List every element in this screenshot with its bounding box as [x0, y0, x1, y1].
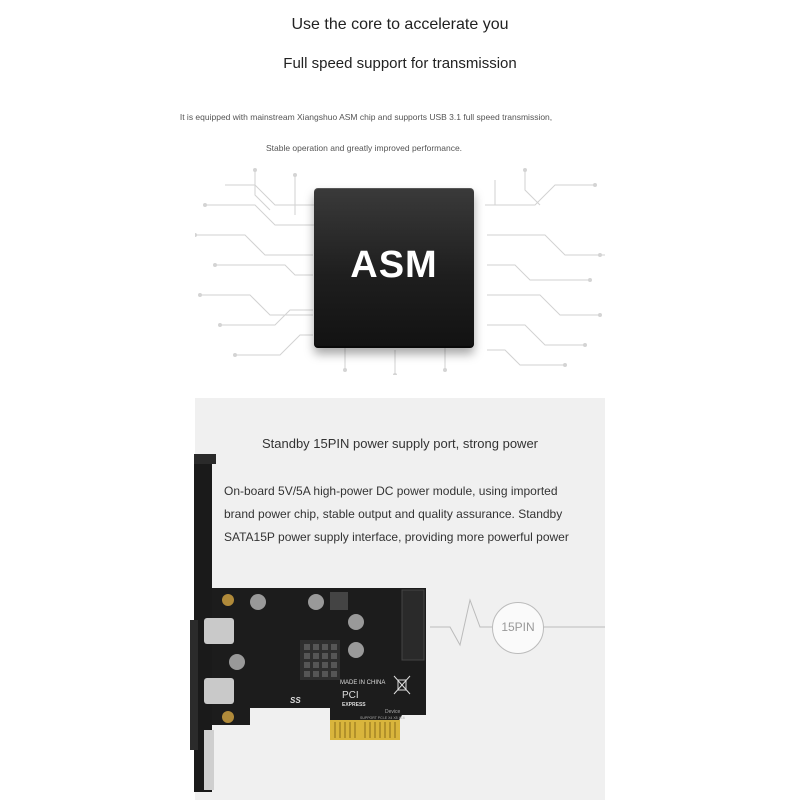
- description-line-1: It is equipped with mainstream Xiangshuo…: [179, 112, 553, 122]
- power-description-line-1: On-board 5V/5A high-power DC power modul…: [224, 484, 558, 498]
- express-logo: EXPRESS: [342, 702, 366, 708]
- power-description-line-2: brand power chip, stable output and qual…: [224, 507, 563, 521]
- screw-top: [222, 594, 234, 606]
- superspeed-logo: SS: [290, 696, 301, 705]
- power-section-title: Standby 15PIN power supply port, strong …: [261, 436, 539, 451]
- power-description-line-3: SATA15P power supply interface, providin…: [224, 530, 569, 544]
- main-headline: Use the core to accelerate you: [291, 16, 509, 33]
- asm-chip: ASM: [314, 188, 474, 348]
- usb-c-port-2: [204, 678, 234, 704]
- chip-label: ASM: [350, 244, 438, 286]
- metal-bracket: [190, 454, 216, 792]
- weee-bin-icon: [393, 675, 411, 695]
- sub-headline: Full speed support for transmission: [283, 55, 517, 72]
- heatsink: [300, 640, 340, 680]
- sata-power-connector: [401, 589, 425, 661]
- pcie-card-illustration: MADE IN CHINA SS PCI EXPRESS Device SUPP…: [190, 454, 605, 792]
- 15pin-badge: 15PIN: [492, 602, 544, 654]
- description-line-2: Stable operation and greatly improved pe…: [265, 143, 463, 153]
- screw-bottom: [222, 711, 234, 723]
- capacitors: [229, 592, 364, 670]
- made-in-china-label: MADE IN CHINA: [340, 680, 385, 686]
- power-pulse-line: [430, 598, 492, 647]
- circuit-trace-background: [195, 168, 605, 375]
- 15pin-badge-label: 15PIN: [501, 620, 535, 634]
- support-label: SUPPORT PCI-E X4 X8 X16: [360, 716, 405, 720]
- usb-c-port-1: [204, 618, 234, 644]
- device-label: Device: [385, 709, 401, 715]
- pci-logo: PCI: [342, 690, 359, 701]
